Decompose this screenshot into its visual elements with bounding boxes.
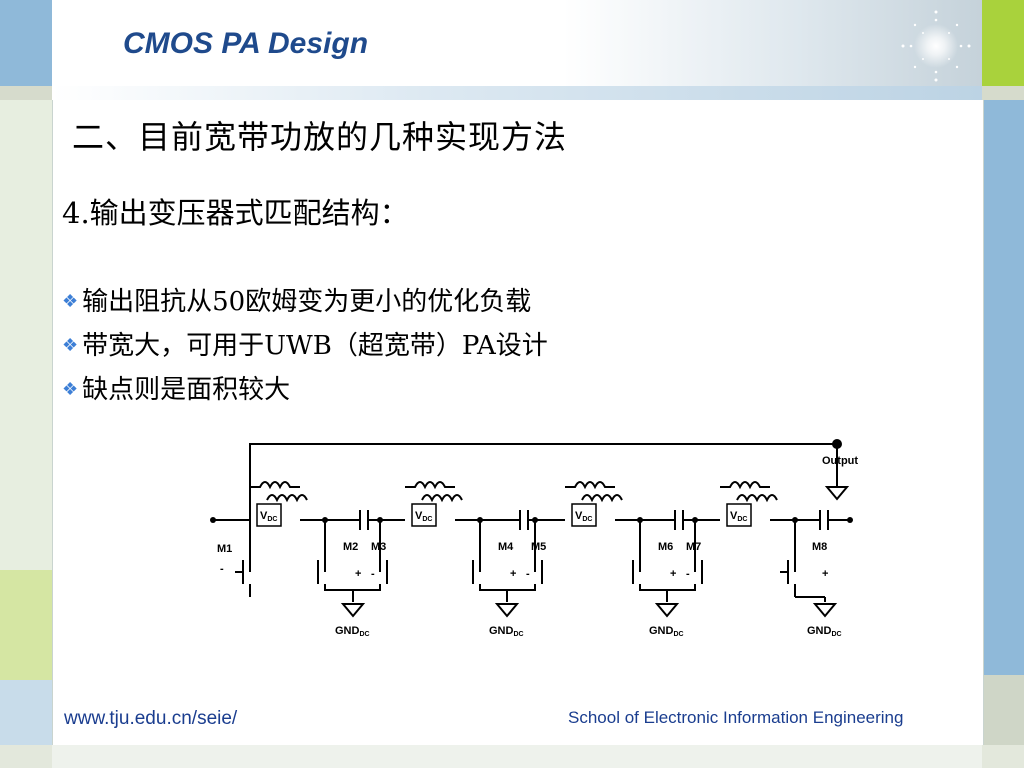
bullet-text: 缺点则是面积较大 — [82, 375, 291, 405]
minus-sign: - — [526, 568, 530, 580]
footer-url-link[interactable]: www.tju.edu.cn/seie/ — [64, 708, 238, 729]
diamond-bullet-icon: ❖ — [62, 291, 79, 312]
transistor-label: M2 — [343, 541, 358, 553]
transistor-label: M7 — [686, 541, 701, 553]
circuit-schematic: Output VDC VDC VDC VDC M1 M2 M3 M4 M5 M6… — [210, 439, 858, 638]
corner-tile-top-left — [0, 0, 52, 86]
bullet-text: 输出阻抗从50欧姆变为更小的优化负载 — [82, 287, 532, 317]
bullet-item: ❖输出阻抗从50欧姆变为更小的优化负载 — [62, 280, 548, 324]
left-tile-2 — [0, 570, 52, 680]
bullet-text: 带宽大，可用于UWB（超宽带）PA设计 — [82, 331, 548, 361]
transistor-label: M1 — [217, 543, 232, 555]
slide-heading: 二、目前宽带功放的几种实现方法 — [72, 118, 568, 156]
plus-sign: + — [355, 568, 361, 580]
transistor-label: M3 — [371, 541, 386, 553]
diamond-bullet-icon: ❖ — [62, 335, 79, 356]
transistor-label: M4 — [498, 541, 514, 553]
transistor-label: M8 — [812, 541, 827, 553]
plus-sign: + — [670, 568, 676, 580]
header-divider-blue — [52, 86, 982, 100]
vdc-label: VDC — [415, 510, 432, 523]
bullet-list: ❖输出阻抗从50欧姆变为更小的优化负载 ❖带宽大，可用于UWB（超宽带）PA设计… — [62, 280, 548, 412]
diamond-bullet-icon: ❖ — [62, 379, 79, 400]
gnd-label: GNDDC — [807, 625, 842, 638]
gnd-label: GNDDC — [335, 625, 370, 638]
output-label: Output — [822, 455, 858, 467]
deck-title: CMOS PA Design — [123, 27, 369, 60]
circuit-wires — [213, 443, 850, 602]
vdc-label: VDC — [730, 510, 747, 523]
footer-strip-center — [52, 745, 982, 768]
gnd-label: GNDDC — [489, 625, 524, 638]
plus-sign: + — [822, 568, 828, 580]
right-tile-2 — [982, 675, 1024, 745]
plus-sign: + — [510, 568, 516, 580]
vdc-label: VDC — [260, 510, 277, 523]
left-tile-1 — [0, 100, 52, 570]
output-node — [832, 439, 842, 449]
transistor-label: M5 — [531, 541, 546, 553]
section-subheading: 4.输出变压器式匹配结构： — [62, 196, 409, 230]
sparkle-icon — [901, 10, 971, 82]
footer-school-name: School of Electronic Information Enginee… — [568, 708, 904, 727]
right-tile-1 — [982, 100, 1024, 675]
vdc-label: VDC — [575, 510, 592, 523]
minus-sign: - — [371, 568, 375, 580]
left-tile-3 — [0, 680, 52, 745]
ground-symbols — [340, 486, 850, 618]
bullet-item: ❖带宽大，可用于UWB（超宽带）PA设计 — [62, 324, 548, 368]
gnd-label: GNDDC — [649, 625, 684, 638]
slide-content-area — [52, 100, 984, 745]
bullet-item: ❖缺点则是面积较大 — [62, 368, 548, 412]
header-band — [52, 0, 982, 86]
corner-tile-top-right — [982, 0, 1024, 86]
minus-sign: - — [220, 563, 224, 575]
transistor-label: M6 — [658, 541, 673, 553]
minus-sign: - — [686, 568, 690, 580]
